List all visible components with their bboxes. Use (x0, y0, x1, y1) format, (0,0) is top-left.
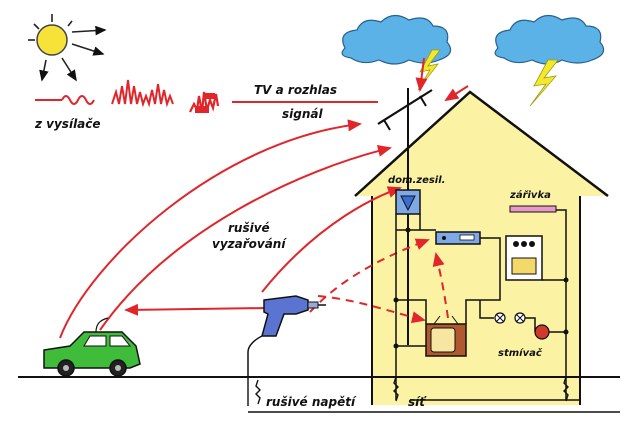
car-icon (43, 317, 141, 377)
sine-wave (61, 95, 95, 105)
mains-line (393, 376, 569, 402)
drill-icon (247, 295, 326, 380)
dimmer-label: stmívač (498, 347, 543, 359)
lightning-arrow (415, 57, 428, 92)
cloud-icon (341, 14, 452, 65)
lamp-label: zářivka (509, 189, 551, 201)
radiation-label-2: vyzařování (212, 237, 287, 251)
antenna-icon (377, 88, 433, 345)
stove-icon (505, 235, 543, 281)
cloud-icon (494, 14, 605, 65)
tv-icon (425, 315, 467, 357)
tv-radio-label: TV a rozhlas (254, 83, 337, 97)
interference-radiation (59, 119, 449, 339)
amplifier-label: dom.zesil. (388, 175, 445, 186)
interference-voltage-label: rušivé napětí (266, 395, 357, 409)
signal-label: signál (282, 107, 323, 121)
interference-voltage-line (247, 379, 261, 406)
amplifier-icon (395, 189, 421, 215)
source-label: z vysílače (34, 117, 101, 131)
radio-icon (435, 231, 481, 245)
lightning-arrow (444, 85, 469, 102)
bulb-icon (494, 312, 526, 324)
sun-icon (28, 14, 107, 82)
modulated-wave (111, 79, 174, 108)
lightning-icon (529, 59, 559, 107)
signal-waveforms (35, 79, 378, 114)
house (354, 90, 609, 405)
fluorescent-lamp-icon (509, 205, 557, 213)
radiation-label-1: rušivé (228, 221, 270, 235)
mains-label: síť (408, 395, 427, 409)
house-wiring (395, 209, 580, 401)
dimmer-icon (534, 324, 550, 340)
